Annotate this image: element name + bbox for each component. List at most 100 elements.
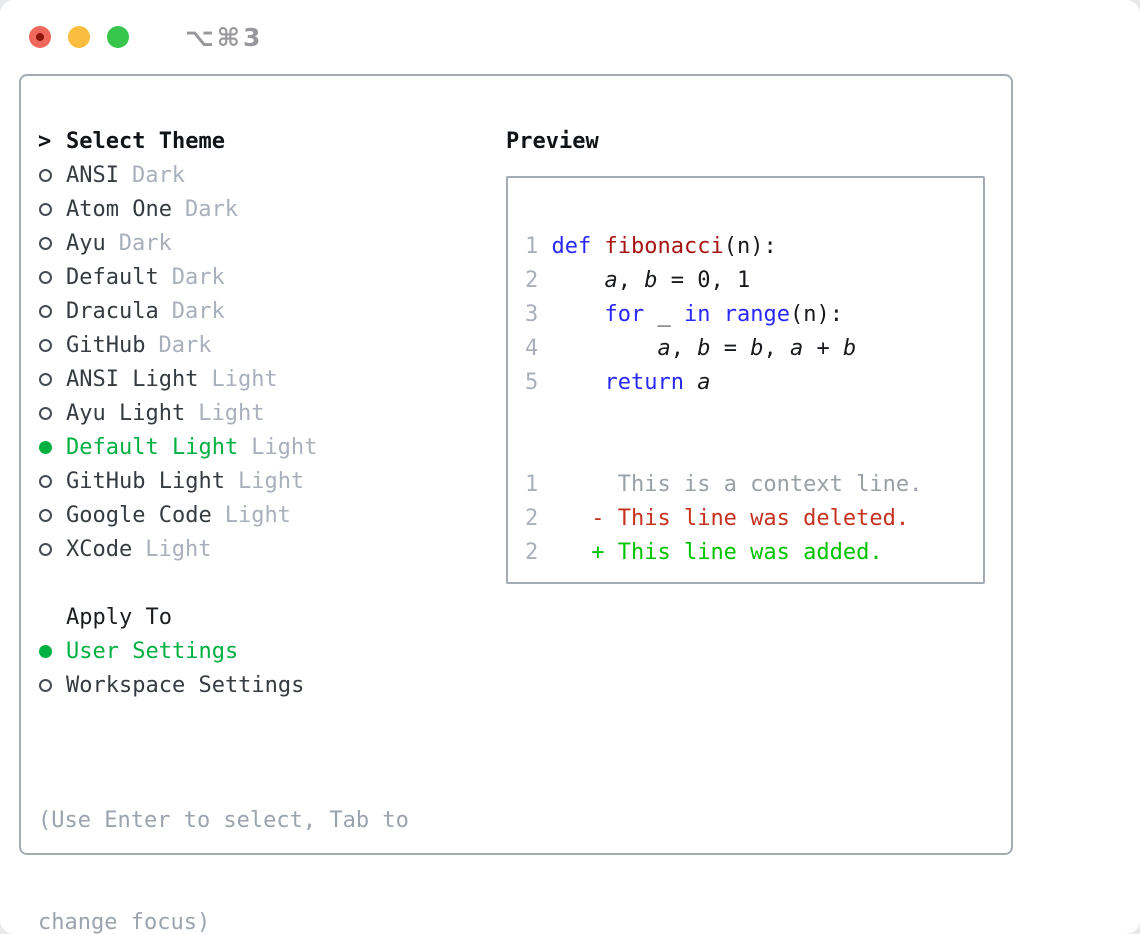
radio-icon (38, 678, 66, 692)
theme-option-atom-one[interactable]: Atom One Dark (38, 192, 500, 226)
option-label: Dracula (66, 298, 159, 324)
zoom-button[interactable] (107, 26, 129, 48)
code-line-3: 3 for _ in range(n): (525, 302, 843, 327)
option-variant-label: Light (198, 400, 265, 426)
select-theme-header-row: > Select Theme (38, 124, 500, 158)
code-line-7 (525, 434, 983, 468)
select-theme-title: Select Theme (66, 128, 225, 154)
theme-option-ayu[interactable]: Ayu Dark (38, 226, 500, 260)
radio-icon (38, 542, 66, 556)
radio-unselected-icon (39, 338, 52, 352)
option-label: Workspace Settings (66, 672, 305, 698)
preview-pane: 1 def fibonacci(n): 2 a, b = 0, 1 3 for _ … (506, 176, 985, 584)
option-label: Ayu (66, 230, 106, 256)
option-label: ANSI Light (66, 366, 199, 392)
option-variant-label: Light (224, 502, 291, 528)
spacer (38, 566, 500, 600)
preview-header-row: Preview (506, 124, 1011, 158)
radio-icon (38, 406, 66, 420)
radio-unselected-icon (39, 202, 52, 216)
radio-icon (38, 644, 66, 658)
radio-icon (38, 270, 66, 284)
option-variant-label: Light (211, 366, 278, 392)
theme-option-google-code[interactable]: Google Code Light (38, 498, 500, 532)
radio-unselected-icon (39, 372, 52, 386)
radio-selected-icon (39, 644, 52, 658)
theme-option-default-light[interactable]: Default Light Light (38, 430, 500, 464)
apply-to-title: Apply To (66, 604, 172, 630)
theme-option-github-light[interactable]: GitHub Light Light (38, 464, 500, 498)
radio-icon (38, 338, 66, 352)
option-label: GitHub Light (66, 468, 225, 494)
code-line-9: 2 - This line was deleted. (525, 506, 910, 531)
preview-title: Preview (506, 128, 599, 154)
option-label: Atom One (66, 196, 172, 222)
focus-caret-icon: > (38, 128, 52, 154)
radio-unselected-icon (39, 406, 52, 420)
hint-line-2: change focus) (38, 910, 211, 934)
option-variant-label: Dark (131, 162, 185, 188)
code-line-1: 1 def fibonacci(n): (525, 234, 777, 259)
option-label: Ayu Light (66, 400, 186, 426)
titlebar: ⌥⌘3 (0, 0, 1140, 74)
theme-option-dracula[interactable]: Dracula Dark (38, 294, 500, 328)
option-variant-label: Dark (171, 264, 225, 290)
option-label: Default Light (66, 434, 239, 460)
code-line-5: 5 return a (525, 370, 711, 395)
option-variant-label: Dark (184, 196, 238, 222)
theme-option-ansi-light[interactable]: ANSI Light Light (38, 362, 500, 396)
theme-option-default[interactable]: Default Dark (38, 260, 500, 294)
option-variant-label: Dark (118, 230, 172, 256)
minimize-button[interactable] (68, 26, 90, 48)
option-label: XCode (66, 536, 133, 562)
radio-icon (38, 508, 66, 522)
close-dot-icon (36, 33, 44, 41)
radio-selected-icon (39, 440, 52, 454)
apply-option-user-settings[interactable]: User Settings (38, 634, 500, 668)
hint-line-1: (Use Enter to select, Tab to (38, 808, 409, 833)
radio-unselected-icon (39, 678, 52, 692)
radio-icon (38, 440, 66, 454)
radio-icon (38, 202, 66, 216)
code-line-8: 1 This is a context line. (525, 472, 923, 497)
spacer (38, 702, 500, 736)
option-variant-label: Light (145, 536, 212, 562)
radio-unselected-icon (39, 508, 52, 522)
option-label: GitHub (66, 332, 146, 358)
code-line-4: 4 a, b = b, a + b (525, 336, 857, 361)
radio-unselected-icon (39, 474, 52, 488)
keyboard-hint: (Use Enter to select, Tab to change focu… (38, 736, 500, 934)
radio-icon (38, 168, 66, 182)
window-title: ⌥⌘3 (185, 22, 264, 52)
option-variant-label: Light (251, 434, 318, 460)
theme-option-xcode[interactable]: XCode Light (38, 532, 500, 566)
radio-unselected-icon (39, 168, 52, 182)
radio-icon (38, 474, 66, 488)
option-variant-label: Light (237, 468, 305, 494)
code-line-2: 2 a, b = 0, 1 (525, 268, 751, 293)
close-button[interactable] (29, 26, 51, 48)
radio-icon (38, 236, 66, 250)
radio-icon (38, 304, 66, 318)
apply-option-workspace-settings[interactable]: Workspace Settings (38, 668, 500, 702)
radio-unselected-icon (39, 542, 52, 556)
option-label: Google Code (66, 502, 212, 528)
option-label: User Settings (66, 638, 239, 664)
radio-icon (38, 372, 66, 386)
preview-column: Preview 1 def fibonacci(n): 2 a, b = 0, 1… (500, 124, 1011, 853)
code-line-6 (525, 400, 983, 434)
radio-unselected-icon (39, 304, 52, 318)
code-line-10: 2 + This line was added. (525, 540, 883, 565)
option-label: Default (66, 264, 159, 290)
radio-unselected-icon (39, 236, 52, 250)
option-variant-label: Dark (158, 332, 212, 358)
theme-option-ayu-light[interactable]: Ayu Light Light (38, 396, 500, 430)
theme-option-github[interactable]: GitHub Dark (38, 328, 500, 362)
option-variant-label: Dark (171, 298, 225, 324)
